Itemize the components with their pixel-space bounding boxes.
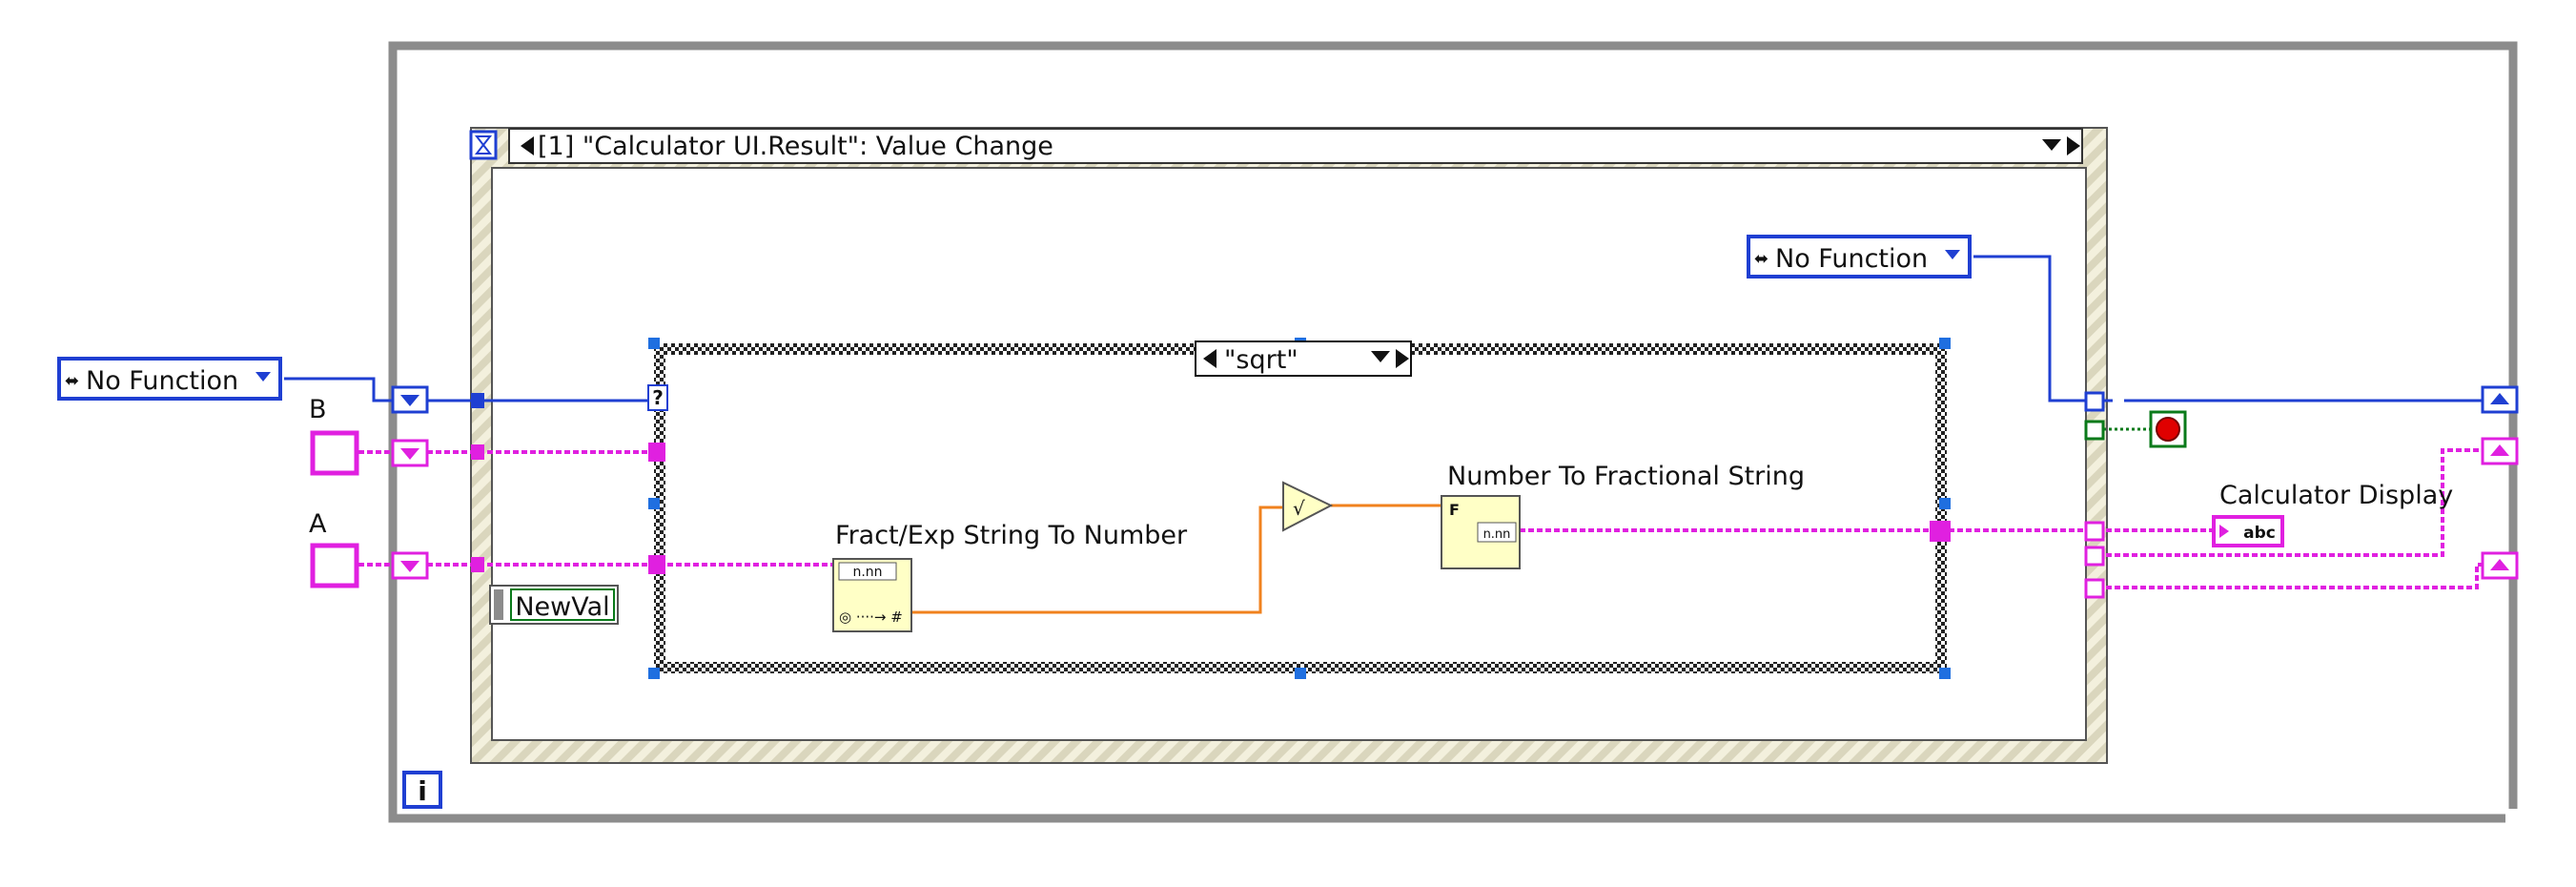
- to-string-letter: F: [1449, 501, 1460, 519]
- a-control[interactable]: A: [309, 509, 359, 588]
- enum-updown-icon: ⬌: [65, 371, 79, 391]
- sqrt-icon: √: [1293, 497, 1305, 520]
- case-selector-value: "sqrt": [1224, 345, 1298, 375]
- case-dropdown-arrow[interactable]: [1371, 351, 1390, 362]
- right-tunnels: [2084, 385, 2519, 599]
- fract-icon-text: n.nn: [852, 565, 882, 580]
- event-dropdown-arrow[interactable]: [2042, 139, 2061, 151]
- dot-icon: ◎ ····→ #: [839, 609, 903, 626]
- b-control[interactable]: B: [309, 395, 359, 476]
- chevron-down-icon[interactable]: [1945, 250, 1960, 259]
- case-selector-label[interactable]: [1195, 340, 1412, 377]
- newval-label: NewVal: [515, 592, 609, 622]
- indicator-icon-text: abc: [2243, 524, 2276, 543]
- indicator-label: Calculator Display: [2219, 481, 2453, 510]
- event-case-label: [1] "Calculator UI.Result": Value Change: [538, 132, 1053, 161]
- case-output-tunnel[interactable]: [1930, 521, 1951, 542]
- case-prev-arrow[interactable]: [1203, 349, 1216, 368]
- stop-terminal[interactable]: [2149, 410, 2187, 448]
- fract-exp-label: Fract/Exp String To Number: [835, 521, 1188, 550]
- number-to-fract-label: Number To Fractional String: [1447, 462, 1805, 491]
- enum-updown-icon: ⬌: [1754, 249, 1768, 269]
- hourglass-icon: [469, 130, 498, 160]
- enum-left-value: No Function: [86, 366, 238, 396]
- enum-right-value: No Function: [1775, 244, 1928, 274]
- stop-icon: [2156, 417, 2180, 442]
- b-label: B: [309, 395, 327, 424]
- iteration-terminal-label: i: [418, 775, 427, 807]
- case-selector-q: ?: [652, 386, 664, 409]
- enum-constant-right[interactable]: ⬌ No Function: [1747, 235, 1972, 278]
- square-root-function[interactable]: √: [1282, 481, 1334, 532]
- case-selector-terminal[interactable]: [647, 384, 668, 411]
- case-next-arrow[interactable]: [1396, 349, 1409, 368]
- fract-exp-string-to-number[interactable]: Fract/Exp String To Number n.nn ◎ ····→ …: [832, 521, 1188, 632]
- while-loop[interactable]: i: [388, 41, 2518, 823]
- chevron-down-icon[interactable]: [256, 372, 271, 382]
- a-label: A: [309, 509, 327, 539]
- event-next-arrow[interactable]: [2067, 136, 2080, 155]
- number-to-fractional-string[interactable]: Number To Fractional String F n.nn: [1441, 462, 1805, 569]
- event-case-selector[interactable]: [508, 128, 2083, 164]
- iteration-terminal[interactable]: [402, 771, 442, 809]
- to-string-box: n.nn: [1483, 527, 1511, 542]
- left-tunnels: [391, 385, 1951, 580]
- enum-constant-left[interactable]: ⬌ No Function: [57, 357, 282, 401]
- wires: [284, 255, 2483, 614]
- event-data-node[interactable]: NewVal: [489, 585, 619, 625]
- event-prev-arrow[interactable]: [521, 136, 534, 155]
- calculator-display-indicator[interactable]: Calculator Display abc: [2212, 481, 2453, 547]
